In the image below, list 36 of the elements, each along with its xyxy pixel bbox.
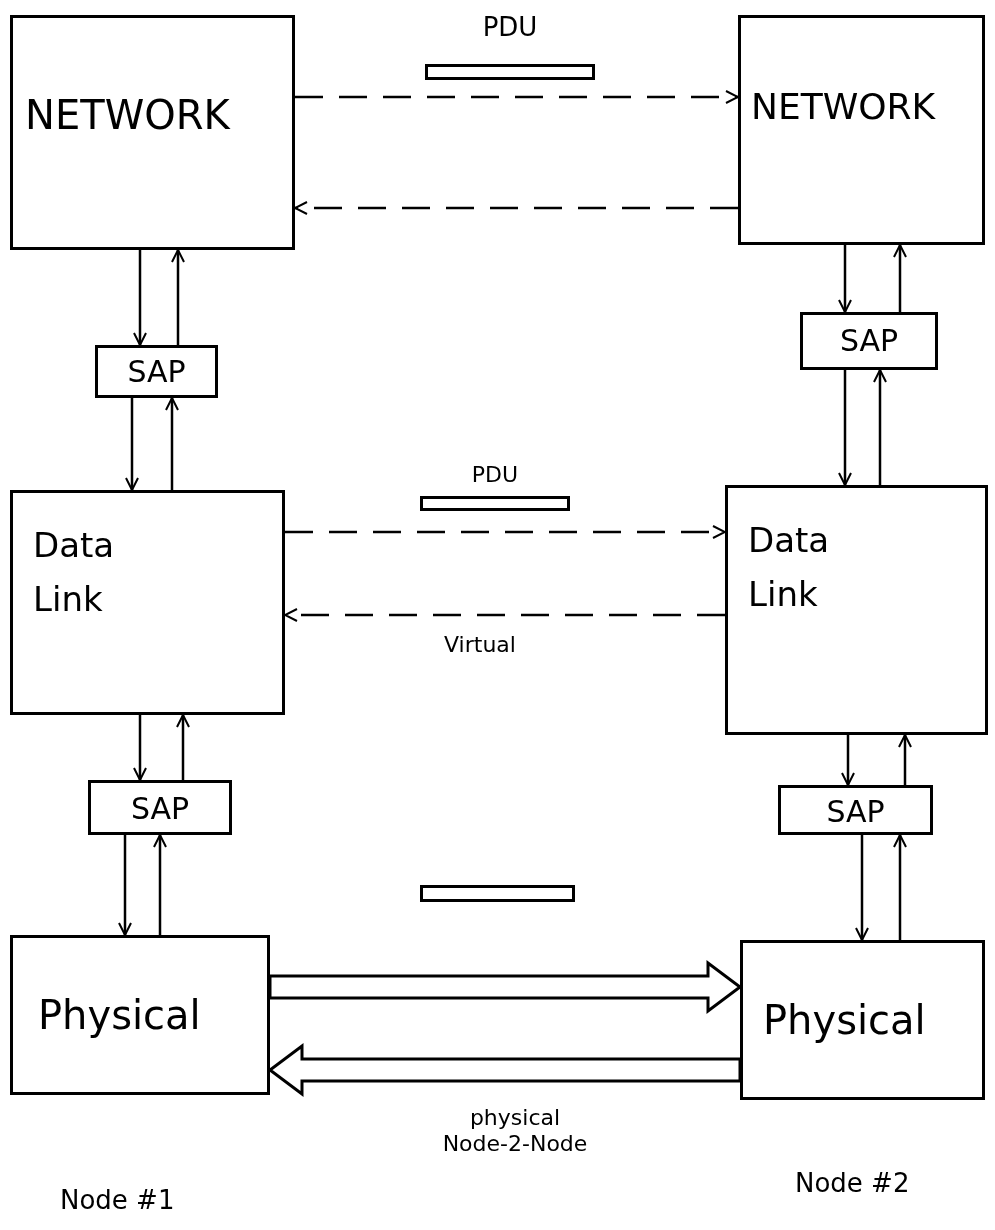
- dashed-arrow: [284, 608, 725, 622]
- layer-box: Physical: [10, 935, 270, 1095]
- layer-box: NETWORK: [738, 15, 985, 245]
- arrow: [165, 397, 179, 490]
- arrow: [838, 245, 852, 313]
- arrow: [873, 369, 887, 485]
- arrow: [153, 834, 167, 935]
- layer-box: Data Link: [725, 485, 988, 735]
- arrow: [125, 398, 139, 491]
- node-caption: Node #1: [60, 1185, 175, 1215]
- dashed-arrow: [295, 90, 739, 104]
- pdu-label: PDU: [470, 462, 520, 487]
- arrow: [171, 249, 185, 345]
- arrow: [893, 834, 907, 940]
- layer-box: Data Link: [10, 490, 285, 715]
- arrow: [133, 250, 147, 346]
- arrow: [176, 714, 190, 780]
- sap-box: SAP: [95, 345, 218, 398]
- arrow: [838, 370, 852, 486]
- layer-box: NETWORK: [10, 15, 295, 250]
- arrow: [841, 735, 855, 786]
- arrow: [118, 835, 132, 936]
- layer-box: Physical: [740, 940, 985, 1100]
- arrow: [893, 244, 907, 312]
- hollow-arrow: [267, 1043, 742, 1097]
- arrow: [898, 734, 912, 785]
- arrow: [133, 715, 147, 781]
- node-caption: Node #2: [795, 1168, 910, 1198]
- dashed-arrow: [294, 201, 738, 215]
- pdu-label: PDU: [481, 12, 539, 42]
- dashed-arrow: [285, 525, 726, 539]
- arrow: [855, 835, 869, 941]
- sap-box: SAP: [778, 785, 933, 835]
- sap-box: SAP: [800, 312, 938, 370]
- sap-box: SAP: [88, 780, 232, 835]
- hollow-arrow: [268, 960, 743, 1014]
